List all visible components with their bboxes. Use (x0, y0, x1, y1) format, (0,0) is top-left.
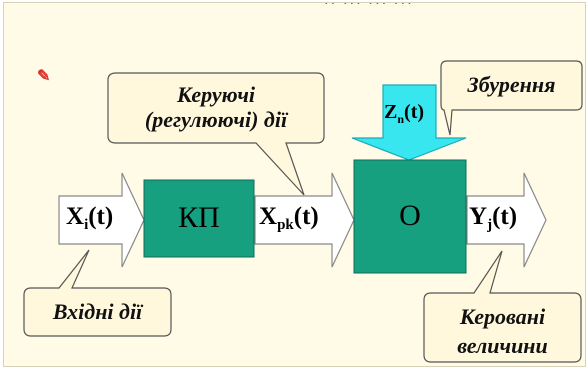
inputs-label: Вхідні дії (52, 299, 143, 324)
input-signal-sub: i (84, 217, 89, 233)
output-signal-sub: j (487, 217, 493, 233)
header-fragment: ·· ··· ··· ··· (324, 2, 414, 12)
input-signal-tail: (t) (88, 203, 114, 230)
output-signal-main: Y (469, 203, 488, 230)
callout-outputs-text: Керовані величини (424, 302, 581, 360)
callout-control-bubble (107, 72, 325, 196)
disturbance-arrow (351, 84, 467, 161)
disturbance-signal-label: Zn(t) (384, 101, 424, 127)
input-signal-main: X (66, 203, 85, 230)
control-arrow (254, 172, 355, 268)
callout-inputs-text: Вхідні дії (24, 299, 171, 324)
disturbance-label: Збурення (467, 72, 556, 97)
outputs-line-2: величини (457, 333, 548, 358)
callout-outputs-bubble (423, 250, 582, 363)
callout-disturbance-text: Збурення (441, 72, 582, 97)
output-signal-tail: (t) (492, 203, 518, 230)
eye-pen-icon: ✎ (37, 68, 51, 85)
callout-inputs-bubble (23, 249, 172, 337)
controller-label: КП (178, 201, 220, 234)
output-signal-label: Yj(t) (469, 203, 517, 234)
input-signal-label: Xi(t) (66, 203, 113, 234)
disturbance-signal-tail: (t) (404, 101, 425, 123)
outputs-line-1: Керовані (459, 304, 546, 329)
callout-control-text: Керуючі (регулюючі) дії (108, 82, 324, 132)
input-arrow (58, 172, 145, 268)
object-label: O (399, 199, 421, 232)
callout-disturbance-bubble (440, 60, 583, 136)
slide: ·· ··· ··· ··· ✎ Керуючі (регулюючі) дії… (3, 2, 586, 367)
disturbance-signal-sub: n (397, 112, 405, 126)
disturbance-signal-main: Z (384, 101, 398, 123)
control-line-2: (регулюючі) дії (144, 107, 288, 132)
block-diagram (23, 60, 583, 363)
object-block (353, 159, 467, 274)
control-signal-tail: (t) (293, 203, 319, 230)
controller-block (143, 179, 255, 258)
control-signal-label: Xpk(t) (259, 203, 319, 234)
control-signal-sub: pk (277, 217, 294, 233)
output-arrow (466, 172, 547, 268)
control-signal-main: X (259, 203, 278, 230)
control-line-1: Керуючі (176, 82, 256, 107)
